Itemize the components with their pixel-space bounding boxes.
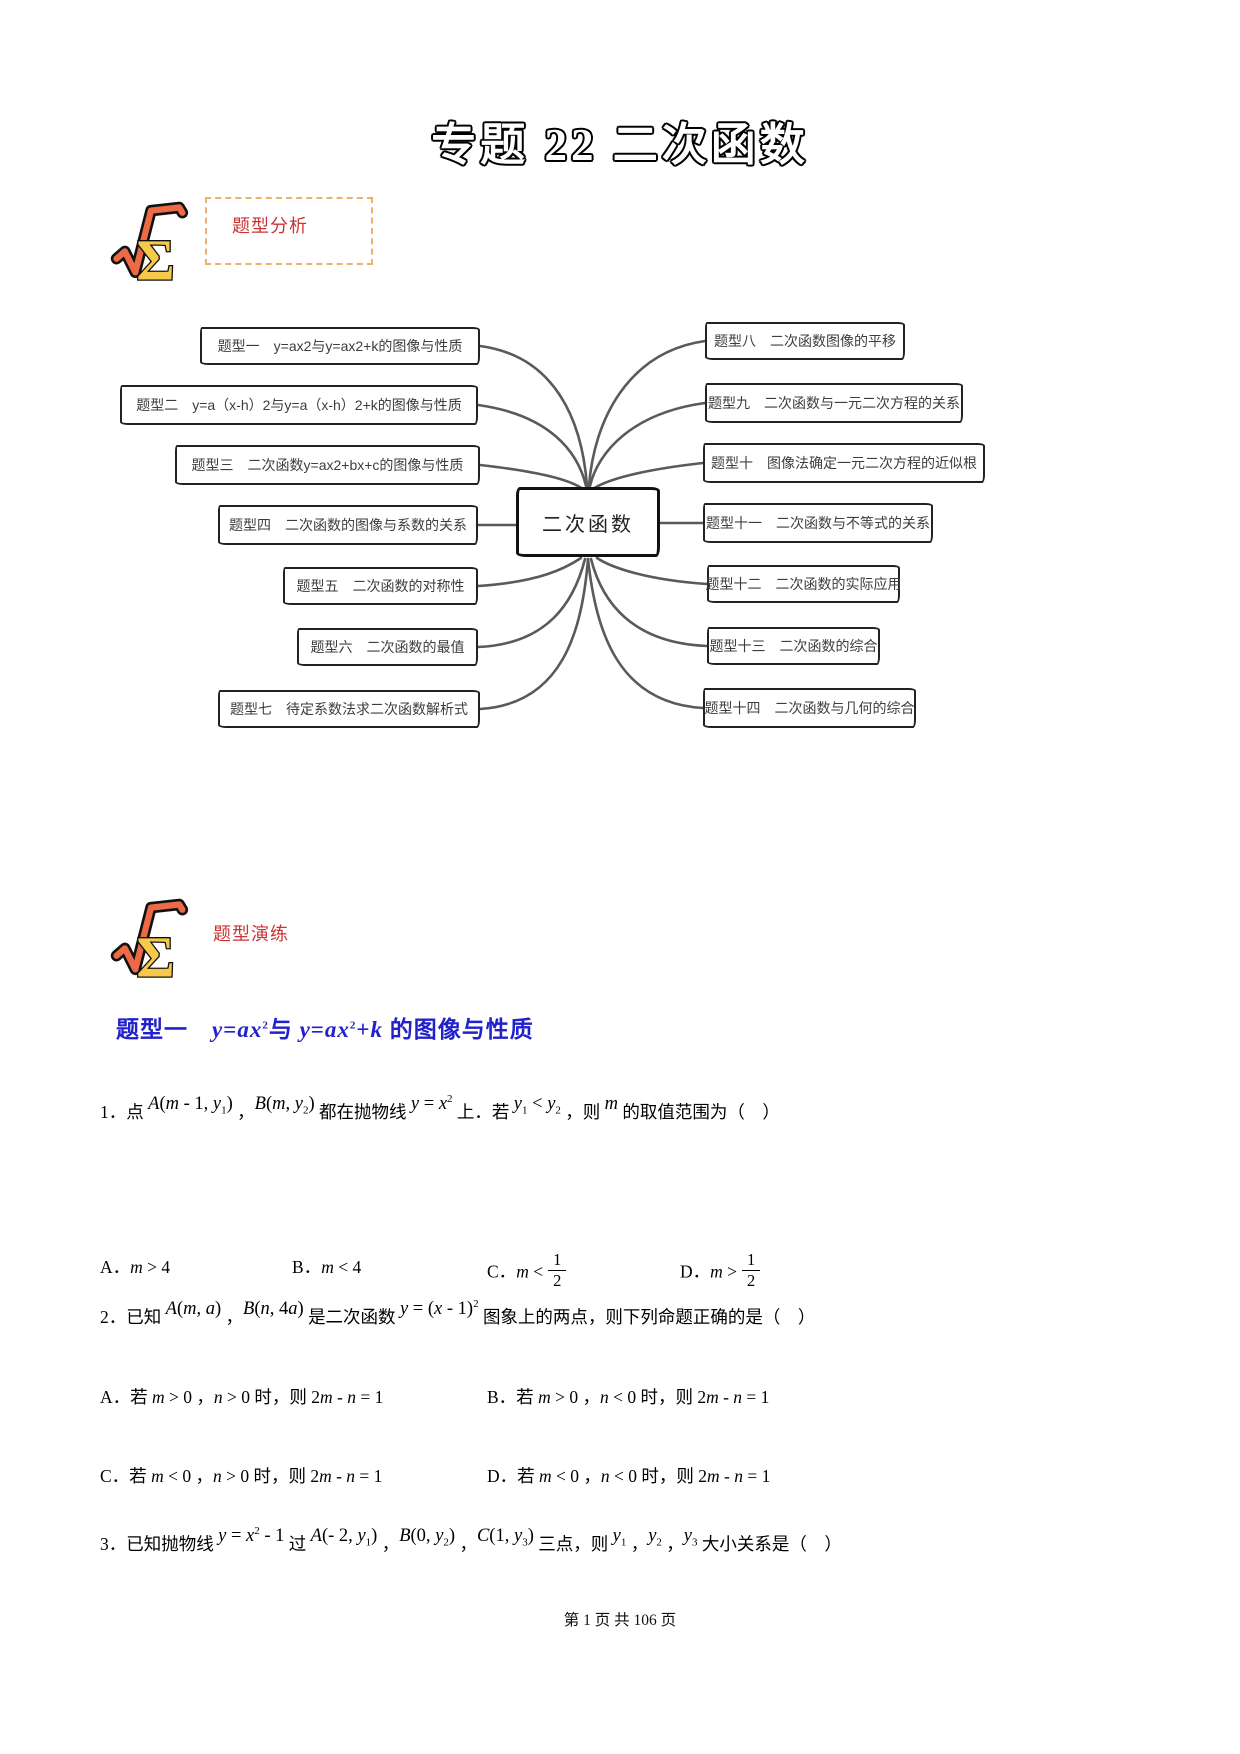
analysis-badge-box: 题型分析 xyxy=(205,197,373,265)
mindmap-node-type7: 题型七 待定系数法求二次函数解析式 xyxy=(218,690,480,728)
mindmap-node-type5: 题型五 二次函数的对称性 xyxy=(283,567,478,605)
edge-left-6 xyxy=(476,557,587,649)
option-a: A．m > 4 xyxy=(100,1257,171,1277)
mindmap-node-type14: 题型十四 二次函数与几何的综合 xyxy=(703,688,916,728)
mindmap-edges xyxy=(476,339,709,711)
edge-right-1 xyxy=(587,339,707,488)
option-c-text: C．m < xyxy=(487,1261,544,1282)
edge-left-2 xyxy=(476,403,588,488)
option-a: A．若 m > 0 ，n > 0 时，则 2m - n = 1 xyxy=(100,1387,384,1407)
problem-3-statement: 3．已知抛物线 y = x2 - 1 过 A(- 2, y1) ，B(0, y2… xyxy=(100,1524,842,1554)
problem-1-statement: 1．点 A(m - 1, y1) ，B(m, y2) 都在抛物线 y = x2 … xyxy=(100,1092,780,1122)
problem-2-statement: 2．已知 A(m, a) ，B(n, 4a) 是二次函数 y = (x - 1)… xyxy=(100,1297,816,1327)
mindmap-node-type8: 题型八 二次函数图像的平移 xyxy=(705,322,905,360)
mindmap-node-type13: 题型十三 二次函数的综合 xyxy=(707,627,880,665)
edge-left-5 xyxy=(476,556,583,588)
mindmap-node-type11: 题型十一 二次函数与不等式的关系 xyxy=(703,503,933,543)
edge-left-3 xyxy=(478,463,585,491)
mindmap-center-node: 二次函数 xyxy=(516,487,660,557)
problem-2-options-row1: A．若 m > 0 ，n > 0 时，则 2m - n = 1 B．若 m > … xyxy=(0,1384,1240,1424)
sqrt-sigma-icon: Σ xyxy=(110,898,189,985)
page-number-footer: 第 1 页 共 106 页 xyxy=(563,1612,677,1629)
analysis-badge-label: 题型分析 xyxy=(232,216,308,236)
mindmap-node-type9: 题型九 二次函数与一元二次方程的关系 xyxy=(705,383,963,423)
mindmap-node-type1: 题型一 y=ax2与y=ax2+k的图像与性质 xyxy=(200,327,480,365)
option-b: B．若 m > 0 ，n < 0 时，则 2m - n = 1 xyxy=(487,1387,770,1407)
sigma-glyph: Σ xyxy=(136,228,174,288)
mindmap-node-type3: 题型三 二次函数y=ax2+bx+c的图像与性质 xyxy=(175,445,480,485)
mindmap-node-type6: 题型六 二次函数的最值 xyxy=(297,628,478,666)
mindmap-node-type2: 题型二 y=a（x-h）2与y=a（x-h）2+k的图像与性质 xyxy=(120,385,478,425)
mindmap-node-type4: 题型四 二次函数的图像与系数的关系 xyxy=(218,505,478,545)
radical-stroke xyxy=(113,204,186,276)
page-title: 专题 22 二次函数 xyxy=(431,120,809,170)
edge-right-6 xyxy=(589,557,709,648)
option-d: D．若 m < 0 ，n < 0 时，则 2m - n = 1 xyxy=(487,1466,771,1486)
edge-left-1 xyxy=(478,344,589,488)
edge-left-7 xyxy=(478,557,590,711)
option-d-text: D．m > xyxy=(680,1261,738,1282)
radical-stroke xyxy=(113,901,186,973)
sigma-glyph: Σ xyxy=(136,925,174,985)
edge-right-3 xyxy=(591,461,705,491)
option-c: C．若 m < 0 ，n > 0 时，则 2m - n = 1 xyxy=(100,1466,383,1486)
section-heading-type1: 题型一 y=ax2与 y=ax2+k 的图像与性质 xyxy=(116,1017,534,1042)
mindmap: 二次函数 题型一 y=ax2与y=ax2+k的图像与性质 题型二 y=a（x-h… xyxy=(0,300,1240,820)
mindmap-node-type10: 题型十 图像法确定一元二次方程的近似根 xyxy=(703,443,985,483)
option-b: B．m < 4 xyxy=(292,1257,362,1277)
mindmap-node-type12: 题型十二 二次函数的实际应用 xyxy=(706,565,902,603)
problem-2-options-row2: C．若 m < 0 ，n > 0 时，则 2m - n = 1 D．若 m < … xyxy=(0,1463,1240,1503)
edge-right-5 xyxy=(595,556,709,586)
edge-right-7 xyxy=(586,557,705,710)
practice-badge-label: 题型演练 xyxy=(213,924,289,944)
edge-right-2 xyxy=(588,401,707,488)
sqrt-sigma-icon: Σ xyxy=(110,201,189,288)
